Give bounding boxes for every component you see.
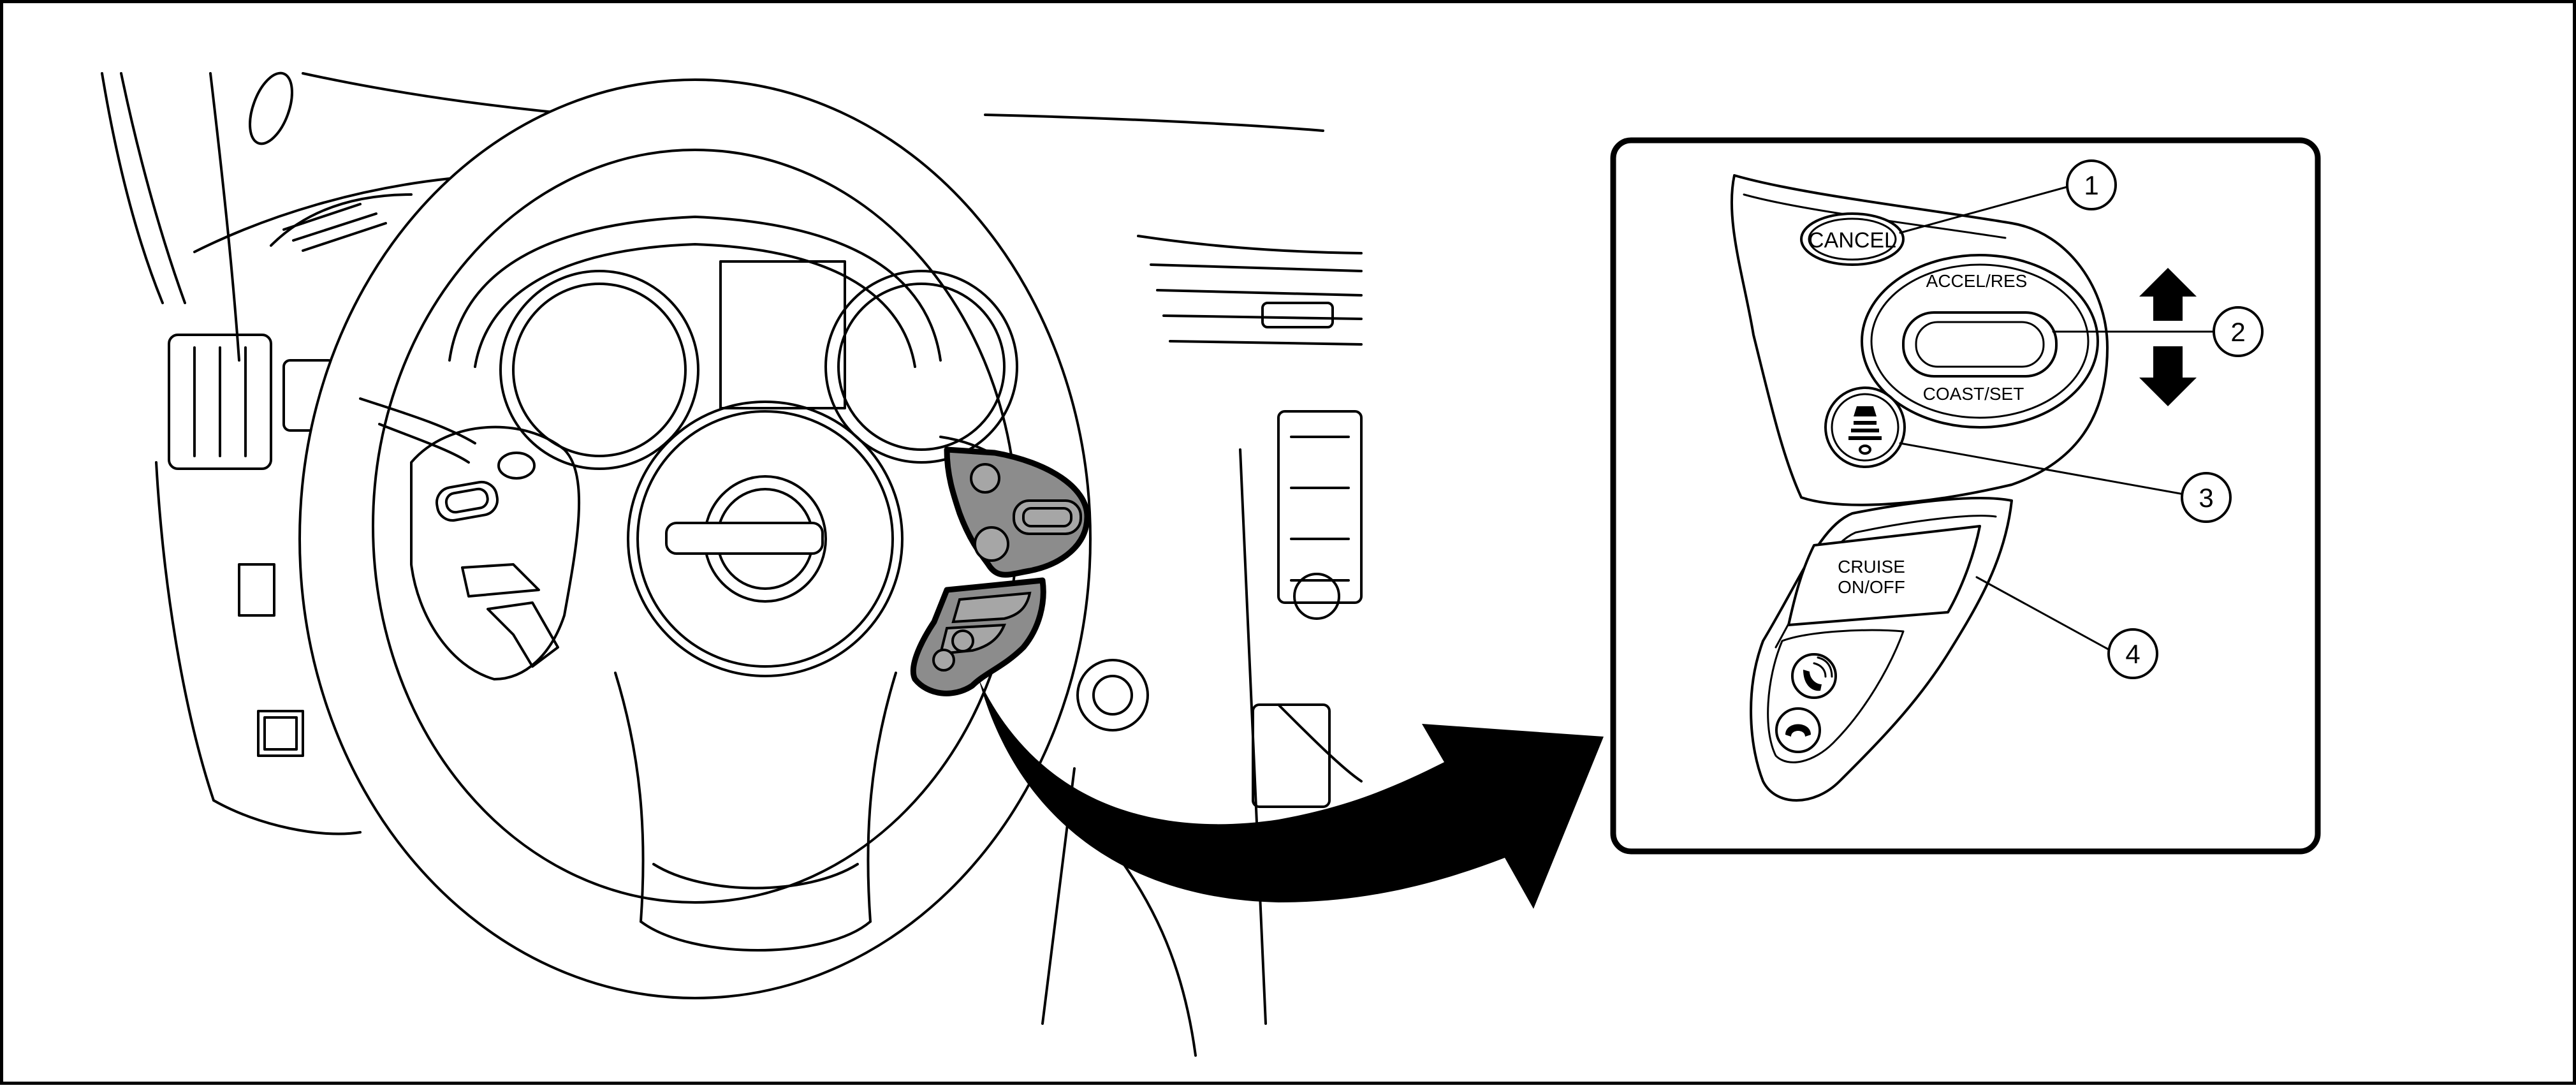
callout-2: 2 bbox=[2213, 306, 2264, 357]
cruise-label-line2: ON/OFF bbox=[1838, 577, 1905, 597]
cancel-button[interactable] bbox=[1800, 212, 1905, 266]
steering-wheel bbox=[298, 78, 1092, 999]
cruise-on-off-button[interactable] bbox=[1787, 525, 1981, 626]
voice-button[interactable] bbox=[1791, 653, 1837, 699]
distance-button[interactable] bbox=[1824, 386, 1906, 468]
callout-4: 4 bbox=[2107, 628, 2158, 679]
vehicle-distance-icon bbox=[1848, 406, 1882, 455]
svg-text:3: 3 bbox=[2199, 483, 2213, 513]
phone-voice-icon bbox=[1803, 656, 1833, 691]
callout-3: 3 bbox=[2181, 472, 2232, 523]
highlighted-switch-groups bbox=[910, 446, 1090, 696]
phone-hangup-icon bbox=[1785, 724, 1811, 737]
accel-coast-switch[interactable] bbox=[1902, 311, 2058, 378]
accel-res-label: ACCEL/RES bbox=[1926, 271, 2028, 291]
coast-set-label: COAST/SET bbox=[1923, 384, 2024, 404]
callout-1: 1 bbox=[2066, 159, 2117, 210]
pointer-arrow bbox=[979, 679, 1604, 909]
up-down-arrows-icon bbox=[2139, 268, 2197, 406]
svg-text:1: 1 bbox=[2084, 170, 2098, 200]
cruise-label-line1: CRUISE bbox=[1838, 557, 1905, 577]
svg-text:4: 4 bbox=[2125, 639, 2140, 669]
cancel-button-label: CANCEL bbox=[1808, 228, 1896, 253]
inset-panel: CANCEL ACCEL/RES COAST/SET CRUISE ON/OFF bbox=[1610, 137, 2321, 855]
svg-text:2: 2 bbox=[2230, 317, 2245, 347]
